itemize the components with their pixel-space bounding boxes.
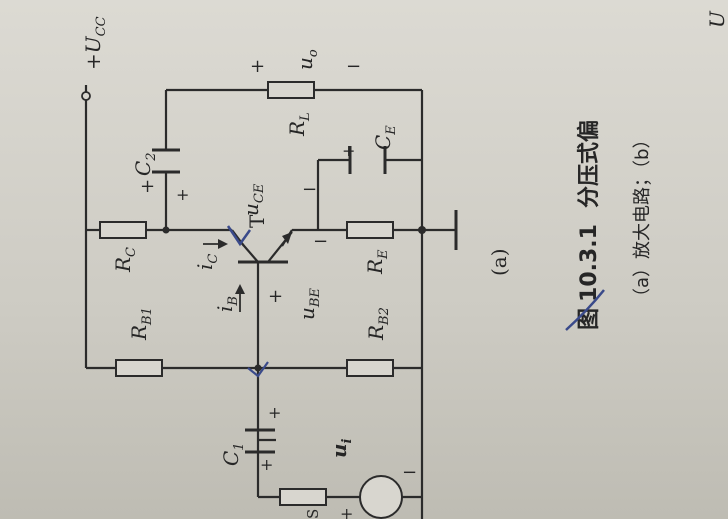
subfigure-label: (a) <box>487 248 511 276</box>
ui-label: ui <box>327 438 355 458</box>
uce-label: uCE <box>239 183 267 216</box>
node-base <box>254 364 262 372</box>
resistor-rs <box>279 488 327 506</box>
capacitor-c1 <box>245 428 275 454</box>
source-plus: + <box>340 504 353 519</box>
capacitor-ce <box>348 146 387 174</box>
transistor-label: T <box>245 214 269 228</box>
node-collector <box>162 226 170 234</box>
transistor-symbol <box>231 231 293 264</box>
ac-source <box>359 475 403 519</box>
caption-title: 图10.3.1分压式偏 <box>576 120 602 330</box>
caption-edge-text: U <box>705 10 728 28</box>
resistor-re <box>346 221 394 239</box>
rc-label: RC <box>111 247 139 273</box>
rb1-label: RB1 <box>127 307 155 341</box>
rs-label: S <box>304 509 322 519</box>
rb2-label: RB2 <box>364 307 392 341</box>
ube-minus: − <box>313 231 328 252</box>
uo-minus: − <box>346 56 361 77</box>
c2-label: C2 <box>131 152 159 176</box>
c1-label: C1 <box>219 442 247 466</box>
ube-plus: + <box>268 286 283 307</box>
resistor-rb2 <box>346 359 394 377</box>
ui-minus: − <box>402 462 417 483</box>
re-label: RE <box>363 249 391 275</box>
node-ground <box>418 226 426 234</box>
c2-plus-2: + <box>176 185 189 204</box>
rl-label: RL <box>285 112 313 137</box>
caption-line2: （a）放大电路；（b） <box>632 131 653 306</box>
uo-plus: + <box>250 56 265 77</box>
uo-label: uo <box>293 49 321 70</box>
c2-plus: + <box>140 176 155 197</box>
resistor-rb1 <box>115 359 163 377</box>
annotation-mark <box>226 225 252 247</box>
ce-label: CE <box>371 125 399 150</box>
ce-plus: + <box>342 141 355 160</box>
ic-label: iC <box>193 254 221 270</box>
capacitor-c2 <box>152 148 180 174</box>
annotation-mark-base <box>247 361 269 378</box>
resistor-rc <box>99 221 147 239</box>
vcc-label: +UCC <box>81 16 109 70</box>
vcc-terminal <box>81 91 91 101</box>
ube-label: uBE <box>295 288 323 320</box>
ib-label: iB <box>213 296 241 312</box>
annotation-swoosh <box>565 289 605 331</box>
uce-minus: − <box>302 179 317 200</box>
c1-plus-2: + <box>260 455 273 474</box>
ic-arrow <box>203 239 228 249</box>
resistor-rl <box>267 81 315 99</box>
c1-plus: + <box>268 403 281 422</box>
ib-arrow <box>235 284 245 312</box>
